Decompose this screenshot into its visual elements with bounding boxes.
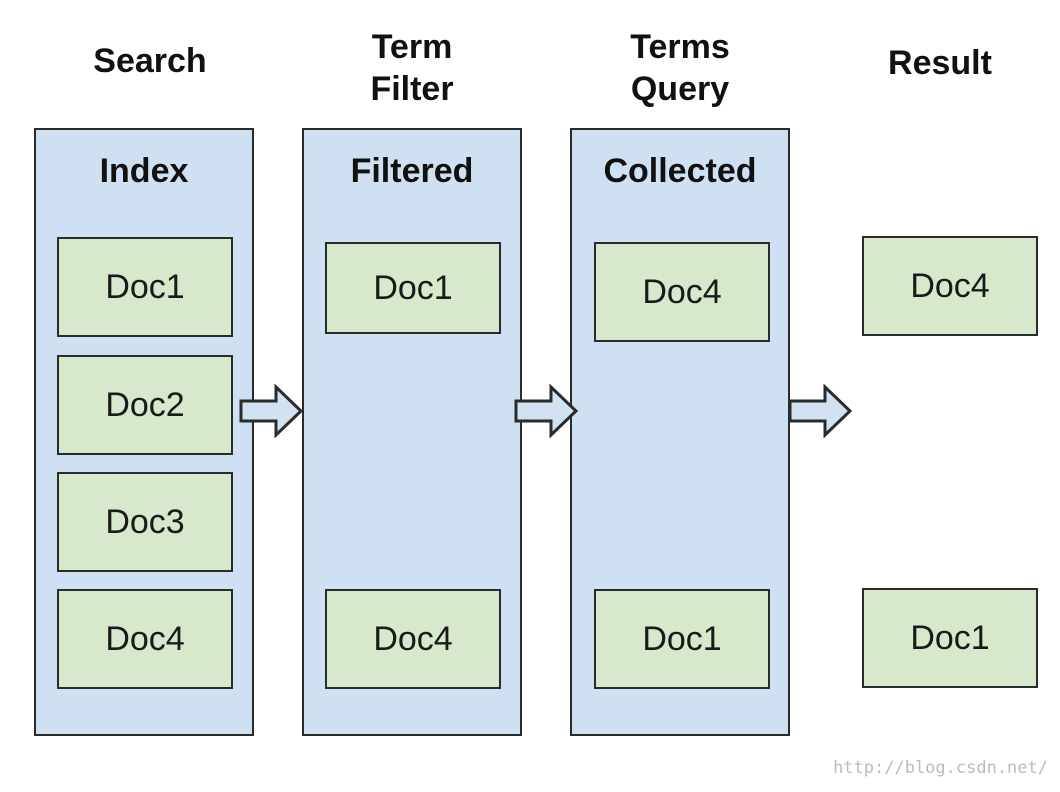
- doc-box: Doc2: [57, 355, 233, 455]
- right-arrow-icon: [239, 384, 304, 438]
- doc-box: Doc4: [594, 242, 770, 342]
- index-panel: Index Doc1 Doc2 Doc3 Doc4: [34, 128, 254, 736]
- doc-box: Doc1: [594, 589, 770, 689]
- doc-box: Doc4: [325, 589, 501, 689]
- stage-title-result: Result: [840, 42, 1040, 84]
- stage-title-line: Search: [93, 42, 207, 80]
- panel-title: Collected: [603, 152, 757, 190]
- panel-title: Index: [99, 152, 189, 190]
- result-doc-box: Doc1: [862, 588, 1038, 688]
- watermark: http://blog.csdn.net/: [833, 758, 1048, 778]
- stage-title-term-filter: Term Filter: [302, 26, 522, 110]
- stage-title-terms-query: Terms Query: [570, 26, 790, 110]
- right-arrow-icon: [788, 384, 853, 438]
- result-doc-box: Doc4: [862, 236, 1038, 336]
- doc-box: Doc1: [325, 242, 501, 334]
- stage-title-line: Term: [371, 28, 453, 66]
- collected-panel: Collected Doc4 Doc1: [570, 128, 790, 736]
- stage-title-search: Search: [40, 40, 260, 82]
- doc-box: Doc4: [57, 589, 233, 689]
- doc-box: Doc3: [57, 472, 233, 572]
- stage-title-line: Result: [888, 44, 992, 82]
- filtered-panel: Filtered Doc1 Doc4: [302, 128, 522, 736]
- right-arrow-icon: [514, 384, 579, 438]
- stage-title-line: Filter: [370, 70, 454, 108]
- stage-title-line: Terms: [630, 28, 730, 66]
- stage-title-line: Query: [630, 70, 730, 108]
- panel-title: Filtered: [350, 152, 474, 190]
- doc-box: Doc1: [57, 237, 233, 337]
